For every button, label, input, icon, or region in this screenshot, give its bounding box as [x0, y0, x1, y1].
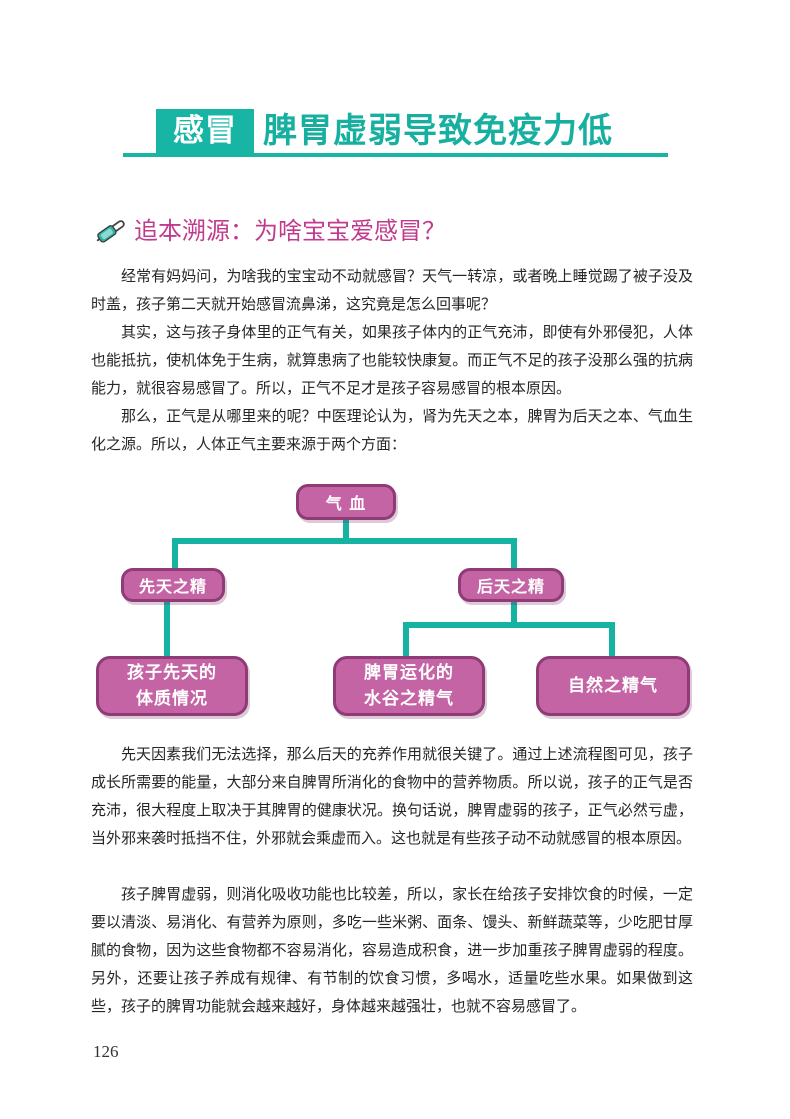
diagram-leaf-box-2: 脾胃运化的 水谷之精气 [333, 656, 485, 716]
connector [164, 598, 170, 658]
diagram-right-label: 后天之精 [476, 577, 545, 596]
safety-pin-icon [96, 220, 125, 243]
section-heading: 追本溯源：为啥宝宝爱感冒？ [134, 217, 446, 245]
title-text: 脾胃虚弱导致免疫力低 [263, 111, 613, 151]
paragraph-3: 那么，正气是从哪里来的呢？中医理论认为，肾为先天之本，脾胃为后天之本、气血生化之… [91, 407, 693, 453]
title-underline [123, 153, 668, 157]
connector [511, 538, 517, 570]
connector [403, 622, 615, 628]
connector [403, 622, 409, 658]
paragraph-1: 经常有妈妈问，为啥我的宝宝动不动就感冒？天气一转凉，或者晚上睡觉踢了被子没及时盖… [91, 267, 693, 313]
connector [172, 538, 517, 544]
diagram-leaf2-line2: 水谷之精气 [364, 689, 454, 709]
page-number: 126 [93, 1042, 119, 1061]
diagram-leaf-box-1: 孩子先天的 体质情况 [96, 656, 248, 716]
diagram-root-label: 气 血 [325, 494, 367, 513]
diagram-leaf3-label: 自然之精气 [568, 676, 658, 696]
paragraph-2: 其实，这与孩子身体里的正气有关，如果孩子体内的正气充沛，即使有外邪侵犯，人体也能… [91, 323, 693, 397]
diagram-root-box: 气 血 [296, 484, 396, 520]
diagram-leaf-box-3: 自然之精气 [536, 656, 690, 716]
connector [172, 538, 178, 570]
paragraph-4: 先天因素我们无法选择，那么后天的充养作用就很关键了。通过上述流程图可见，孩子成长… [91, 745, 693, 847]
connector [343, 518, 349, 542]
paragraph-5: 孩子脾胃虚弱，则消化吸收功能也比较差，所以，家长在给孩子安排饮食的时候，一定要以… [91, 885, 693, 1015]
diagram-right-box: 后天之精 [458, 568, 564, 602]
connector [511, 598, 517, 626]
diagram-leaf1-line1: 孩子先天的 [127, 663, 217, 683]
diagram-leaf2-line1: 脾胃运化的 [364, 663, 454, 683]
diagram-leaf1-line2: 体质情况 [136, 689, 208, 709]
title-tag: 感冒 [156, 109, 254, 153]
diagram-left-label: 先天之精 [138, 577, 207, 596]
connector [609, 622, 615, 658]
diagram-left-box: 先天之精 [121, 568, 225, 602]
chapter-title: 感冒 脾胃虚弱导致免疫力低 [123, 103, 668, 159]
